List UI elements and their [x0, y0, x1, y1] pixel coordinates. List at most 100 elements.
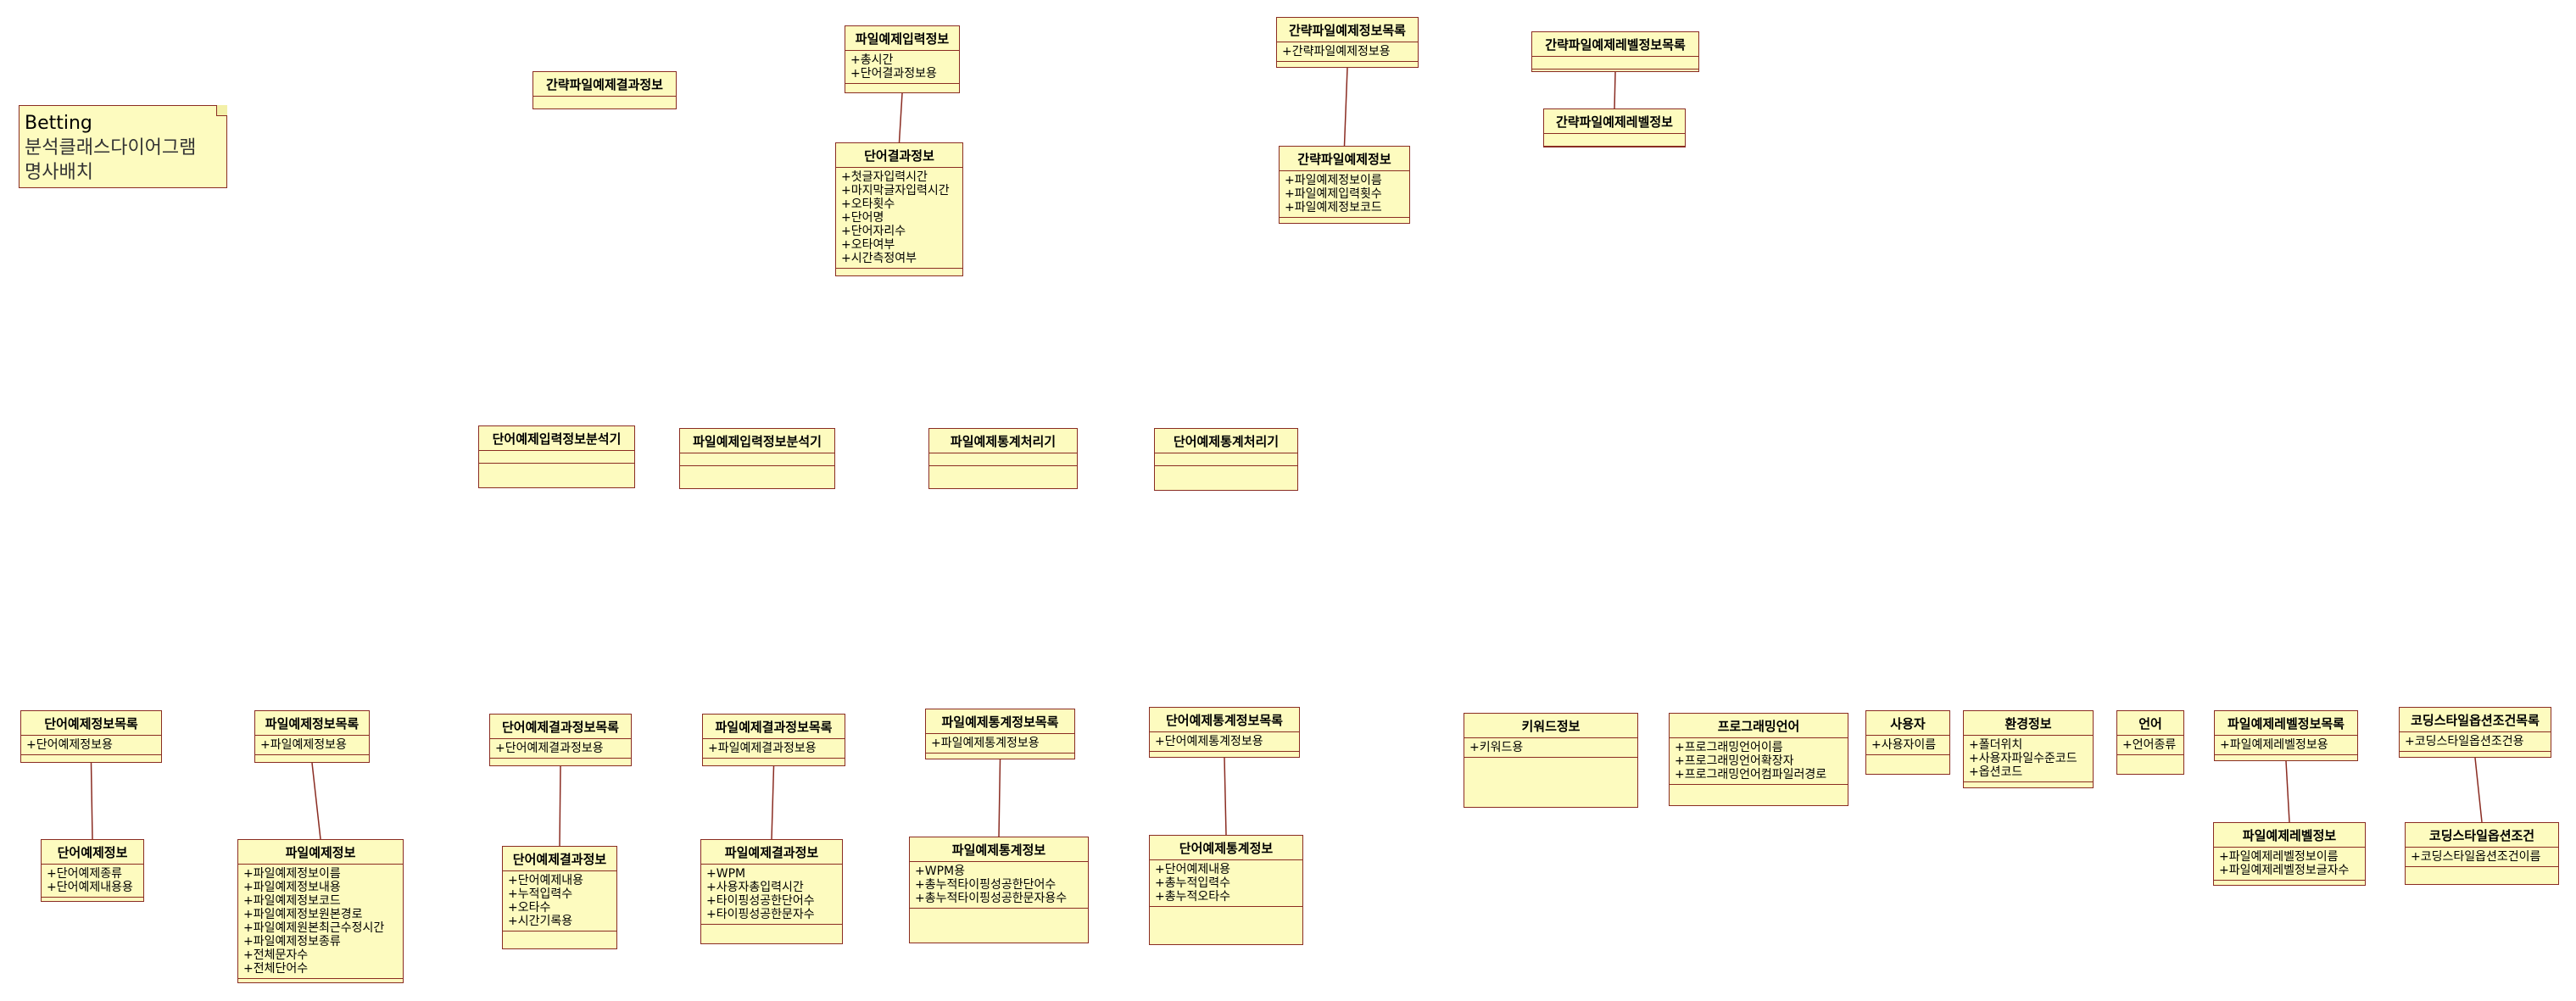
class-attribute: +WPM용	[915, 865, 965, 878]
class-name: 간략파일예제정보목록	[1277, 18, 1418, 42]
class-name: 코딩스타일옵션조건	[2406, 823, 2558, 848]
uml-class-prog-lang[interactable]: 프로그래밍언어+프로그래밍언어이름+프로그래밍언어확장자+프로그래밍언어컴파일러…	[1669, 713, 1848, 806]
uml-class-file-input[interactable]: 파일예제입력정보+총시간+단어결과정보용	[845, 25, 960, 93]
class-attribute: +파일예제정보내용	[243, 881, 341, 894]
class-attributes: +언어종류	[2117, 736, 2183, 755]
class-attributes: +파일예제정보이름+파일예제입력횟수+파일예제정보코드	[1280, 171, 1409, 218]
class-name: 단어예제통계정보	[1150, 836, 1302, 860]
class-operations	[1150, 907, 1302, 915]
class-name: 간략파일예제결과정보	[533, 72, 676, 97]
uml-class-brief-info[interactable]: 간략파일예제정보+파일예제정보이름+파일예제입력횟수+파일예제정보코드	[1279, 146, 1410, 224]
uml-class-word-ex-list[interactable]: 단어예제정보목록+단어예제정보용	[20, 710, 162, 763]
uml-class-coding-style-list[interactable]: 코딩스타일옵션조건목록+코딩스타일옵션조건용	[2399, 707, 2551, 758]
class-attributes	[533, 97, 676, 109]
class-name: 파일예제결과정보	[701, 840, 842, 865]
uml-class-keyword[interactable]: 키워드정보+키워드용	[1464, 713, 1638, 808]
class-attribute: +첫글자입력시간	[841, 170, 928, 184]
uml-class-word-stat-info[interactable]: 단어예제통계정보+단어예제내용+총누적입력수+총누적오타수	[1149, 835, 1303, 945]
class-operations	[1866, 755, 1949, 764]
class-attribute: +파일예제정보코드	[243, 894, 341, 908]
uml-class-user[interactable]: 사용자+사용자이름	[1865, 710, 1950, 775]
class-attributes: +단어예제통계정보용	[1150, 732, 1299, 752]
uml-class-brief-list[interactable]: 간략파일예제정보목록+간략파일예제정보용	[1276, 17, 1419, 68]
uml-class-word-res-list[interactable]: 단어예제결과정보목록+단어예제결과정보용	[489, 714, 632, 766]
uml-class-language[interactable]: 언어+언어종류	[2116, 710, 2184, 775]
uml-class-word-stat-list[interactable]: 단어예제통계정보목록+단어예제통계정보용	[1149, 707, 1300, 758]
class-attribute: +총누적타이핑성공한단어수	[915, 878, 1057, 892]
class-attribute: +단어결과정보용	[850, 67, 937, 81]
class-attributes	[1155, 453, 1297, 466]
uml-class-word-input-analyzer[interactable]: 단어예제입력정보분석기	[478, 425, 635, 488]
class-attribute: +단어예제내용	[508, 874, 584, 887]
class-operations	[533, 109, 676, 118]
association-line	[1343, 67, 1348, 147]
association-line	[998, 759, 1001, 837]
class-attributes: +단어예제결과정보용	[490, 739, 631, 759]
class-operations	[2400, 752, 2551, 760]
class-attribute: +전체단어수	[243, 962, 309, 976]
class-name: 단어결과정보	[836, 143, 962, 168]
class-attribute: +파일예제결과정보용	[708, 742, 817, 755]
uml-class-word-result[interactable]: 단어결과정보+첫글자입력시간+마지막글자입력시간+오타횟수+단어명+단어자리수+…	[835, 142, 963, 276]
class-name: 간략파일예제레벨정보목록	[1532, 32, 1698, 57]
class-attributes	[1544, 134, 1685, 147]
class-attribute: +프로그래밍언어확장자	[1675, 754, 1794, 768]
class-name: 간략파일예제정보	[1280, 147, 1409, 171]
uml-class-word-ex-info[interactable]: 단어예제정보+단어예제종류+단어예제내용용	[41, 839, 144, 902]
class-operations	[703, 759, 845, 767]
class-attributes: +WPM용+총누적타이핑성공한단어수+총누적타이핑성공한문자용수	[910, 862, 1088, 909]
class-attribute: +총시간	[850, 53, 894, 67]
class-attribute: +단어예제내용	[1155, 863, 1231, 876]
uml-class-file-stat-info[interactable]: 파일예제통계정보+WPM용+총누적타이핑성공한단어수+총누적타이핑성공한문자용수	[909, 837, 1089, 943]
class-operations	[926, 754, 1074, 762]
uml-class-file-ex-info[interactable]: 파일예제정보+파일예제정보이름+파일예제정보내용+파일예제정보코드+파일예제정보…	[237, 839, 404, 983]
uml-class-file-level-info[interactable]: 파일예제레벨정보+파일예제레벨정보이름+파일예제레벨정보글자수	[2213, 822, 2366, 886]
uml-class-file-res-info[interactable]: 파일예제결과정보+WPM+사용자총입력시간+타이핑성공한단어수+타이핑성공한문자…	[700, 839, 843, 944]
uml-class-coding-style[interactable]: 코딩스타일옵션조건 +코딩스타일옵션조건이름	[2405, 822, 2559, 885]
class-operations	[1150, 752, 1299, 760]
uml-class-file-stat-processor[interactable]: 파일예제통계처리기	[928, 428, 1078, 489]
class-operations	[1532, 70, 1698, 78]
uml-class-env[interactable]: 환경정보+폴더위치+사용자파일수준코드+옵션코드	[1963, 710, 2094, 788]
uml-class-file-stat-list[interactable]: 파일예제통계정보목록+파일예제통계정보용	[925, 709, 1075, 759]
class-name: 환경정보	[1964, 711, 2093, 736]
uml-class-file-res-list[interactable]: 파일예제결과정보목록+파일예제결과정보용	[702, 714, 845, 766]
uml-class-brief-level-list[interactable]: 간략파일예제레벨정보목록	[1531, 31, 1699, 72]
uml-class-word-res-info[interactable]: 단어예제결과정보+단어예제내용+누적입력수+오타수+시간기록용	[502, 846, 617, 949]
class-operations	[2215, 755, 2357, 764]
class-attributes	[479, 451, 634, 464]
class-attribute: +파일예제정보용	[260, 738, 347, 752]
note-line: 명사배치	[25, 162, 93, 183]
class-operations	[1544, 147, 1685, 155]
class-operations	[21, 755, 161, 764]
class-operations	[929, 466, 1077, 475]
class-attribute: +코딩스타일옵션조건이름	[2411, 850, 2541, 864]
uml-class-word-stat-processor[interactable]: 단어예제통계처리기	[1154, 428, 1298, 491]
class-attribute: +사용자총입력시간	[706, 881, 804, 894]
class-attributes: +WPM+사용자총입력시간+타이핑성공한단어수+타이핑성공한문자수	[701, 865, 842, 925]
uml-class-brief-level-info[interactable]: 간략파일예제레벨정보	[1543, 108, 1686, 147]
association-line	[1224, 757, 1227, 836]
association-line	[771, 765, 775, 840]
class-attributes	[929, 453, 1077, 466]
class-attributes: +단어예제내용+총누적입력수+총누적오타수	[1150, 860, 1302, 907]
class-operations	[1964, 782, 2093, 791]
class-attribute: +총누적오타수	[1155, 890, 1231, 904]
class-name: 단어예제입력정보분석기	[479, 426, 634, 451]
uml-class-file-ex-list[interactable]: 파일예제정보목록+파일예제정보용	[254, 710, 370, 763]
class-attribute: +시간기록용	[508, 915, 573, 928]
note-line: Betting	[25, 113, 92, 134]
class-attribute: +폴더위치	[1969, 738, 2023, 752]
class-operations	[1277, 62, 1418, 70]
class-attributes: +사용자이름	[1866, 736, 1949, 755]
class-attributes: +파일예제통계정보용	[926, 734, 1074, 754]
class-attribute: +단어예제결과정보용	[495, 742, 604, 755]
uml-class-brief-result[interactable]: 간략파일예제결과정보	[532, 71, 677, 109]
uml-class-file-input-analyzer[interactable]: 파일예제입력정보분석기	[679, 428, 835, 489]
class-operations	[910, 909, 1088, 917]
class-attribute: +마지막글자입력시간	[841, 184, 950, 197]
uml-class-file-level-list[interactable]: 파일예제레벨정보목록+파일예제레벨정보용	[2214, 710, 2358, 761]
class-attribute: +타이핑성공한단어수	[706, 894, 815, 908]
class-operations	[255, 755, 369, 764]
